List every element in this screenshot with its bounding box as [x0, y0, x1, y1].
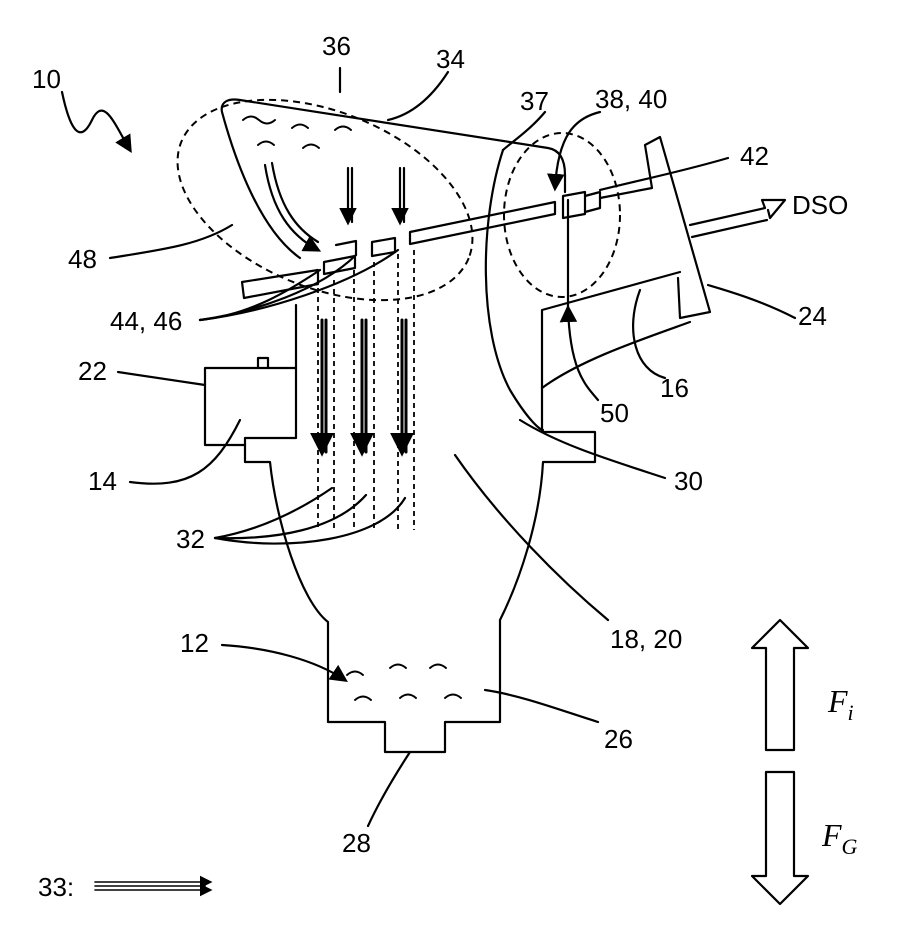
label-12: 12	[180, 628, 209, 658]
label-24: 24	[798, 301, 827, 331]
label-force-gravity: FG	[821, 817, 858, 859]
label-18-20: 18, 20	[610, 624, 682, 654]
leader-lines	[62, 68, 795, 826]
label-32: 32	[176, 524, 205, 554]
label-42: 42	[740, 141, 769, 171]
separator-plate	[242, 192, 600, 298]
label-34: 34	[436, 44, 465, 74]
deflection-plate	[222, 100, 565, 259]
label-26: 26	[604, 724, 633, 754]
label-dso: DSO	[792, 190, 848, 220]
label-28: 28	[342, 828, 371, 858]
label-16: 16	[660, 373, 689, 403]
label-50: 50	[600, 398, 629, 428]
label-44-46: 44, 46	[110, 306, 182, 336]
label-10: 10	[32, 64, 61, 94]
label-48: 48	[68, 244, 97, 274]
label-33: 33:	[38, 872, 74, 902]
label-30: 30	[674, 466, 703, 496]
inertia-force-arrow	[752, 620, 808, 750]
separation-zone-ellipse	[148, 60, 501, 339]
incoming-flow-arrows	[265, 163, 404, 250]
dso-outlet-arrow	[690, 200, 785, 237]
label-force-inertia: Fi	[827, 683, 854, 725]
label-36: 36	[322, 31, 351, 61]
gas-inlet	[205, 358, 296, 445]
legend-33-arrow	[95, 882, 210, 890]
label-37: 37	[520, 86, 549, 116]
label-22: 22	[78, 356, 107, 386]
label-14: 14	[88, 466, 117, 496]
label-38-40: 38, 40	[595, 84, 667, 114]
gravity-force-arrow	[752, 772, 808, 904]
oil-reservoir-waves	[347, 665, 461, 701]
